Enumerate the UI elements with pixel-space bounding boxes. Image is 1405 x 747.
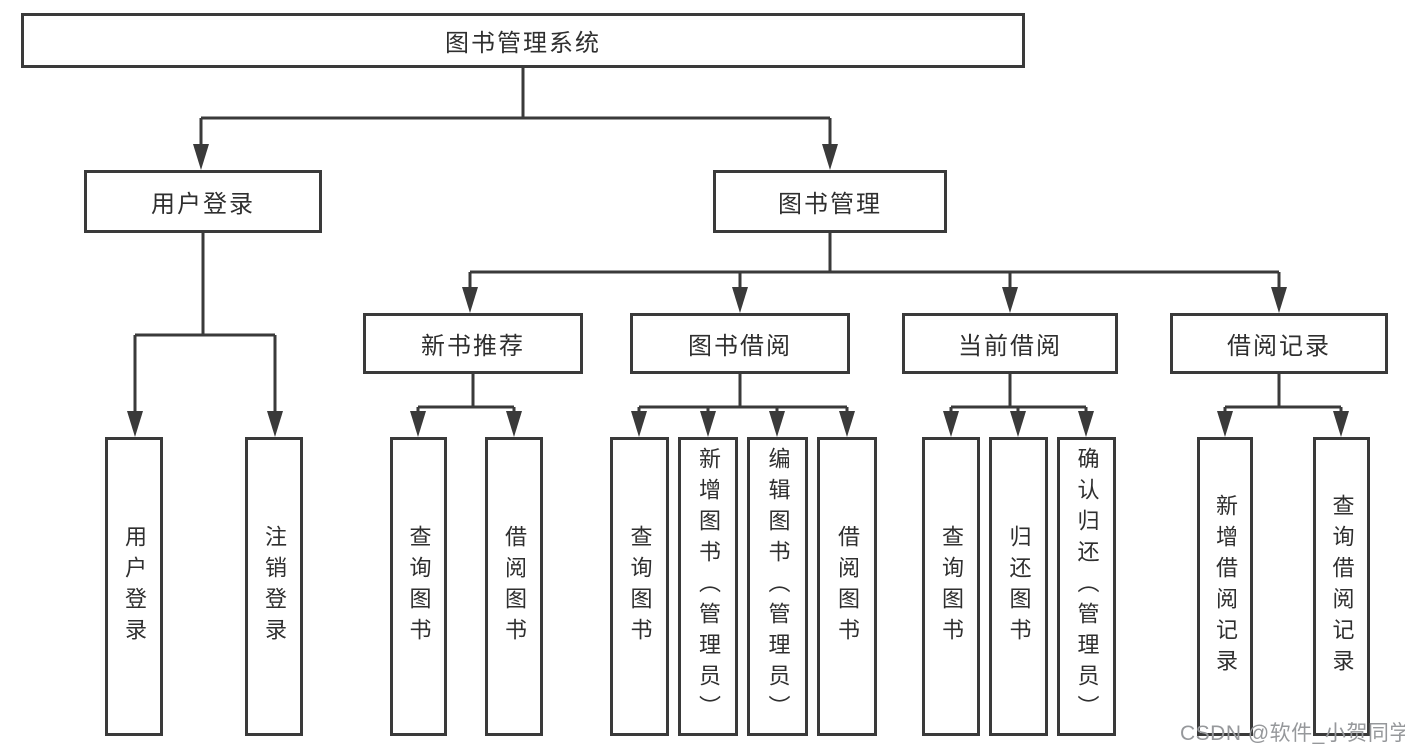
node-book-borrow: 图书借阅	[630, 313, 850, 374]
node-leaf-cb-confirm-return-admin: 确认归还（管理员）	[1057, 437, 1116, 736]
node-user-login: 用户登录	[84, 170, 322, 233]
node-leaf-bb-add-books-admin: 新增图书（管理员）	[678, 437, 738, 736]
connector-new-book-rec-to-leaves	[410, 374, 522, 437]
arrowhead	[462, 287, 478, 313]
arrowhead	[506, 411, 522, 437]
node-leaf-bb-borrow-books-label: 借阅图书	[835, 524, 860, 649]
node-borrow-records: 借阅记录	[1170, 313, 1388, 374]
node-current-borrow-label: 当前借阅	[958, 333, 1062, 360]
arrowhead	[839, 411, 855, 437]
node-new-book-rec: 新书推荐	[363, 313, 583, 374]
node-leaf-bb-borrow-books: 借阅图书	[817, 437, 877, 736]
node-leaf-nbr-query-books: 查询图书	[390, 437, 447, 736]
connector-book-mgmt-to-level3	[462, 233, 1287, 313]
node-leaf-user-login-label: 用户登录	[122, 524, 147, 649]
node-root-label: 图书管理系统	[445, 30, 601, 57]
arrowhead	[1078, 411, 1094, 437]
arrowhead	[943, 411, 959, 437]
connector-user-login-to-leaves	[127, 233, 283, 437]
arrowhead	[700, 411, 716, 437]
node-leaf-cb-return-books: 归还图书	[989, 437, 1048, 736]
node-book-mgmt-label: 图书管理	[778, 191, 882, 218]
arrowhead	[732, 287, 748, 313]
node-user-login-label: 用户登录	[151, 191, 255, 218]
arrowhead	[1333, 411, 1349, 437]
node-leaf-logout: 注销登录	[245, 437, 303, 736]
node-book-borrow-label: 图书借阅	[688, 333, 792, 360]
node-leaf-nbr-borrow-books: 借阅图书	[485, 437, 543, 736]
connector-book-borrow-to-leaves	[631, 374, 855, 437]
arrowhead	[1217, 411, 1233, 437]
node-leaf-bb-edit-books-admin: 编辑图书（管理员）	[747, 437, 808, 736]
node-borrow-records-label: 借阅记录	[1227, 333, 1331, 360]
connector-root-to-level2	[193, 68, 838, 170]
node-leaf-nbr-query-books-label: 查询图书	[406, 524, 432, 649]
arrowhead	[410, 411, 426, 437]
node-new-book-rec-label: 新书推荐	[421, 333, 525, 360]
node-leaf-nbr-borrow-books-label: 借阅图书	[502, 524, 527, 649]
node-leaf-br-add-record: 新增借阅记录	[1197, 437, 1253, 736]
node-book-mgmt: 图书管理	[713, 170, 947, 233]
node-leaf-bb-add-books-admin-label: 新增图书（管理员）	[696, 447, 721, 726]
node-leaf-cb-query-books: 查询图书	[922, 437, 980, 736]
node-leaf-user-login: 用户登录	[105, 437, 163, 736]
arrowhead	[631, 411, 647, 437]
node-leaf-cb-query-books-label: 查询图书	[939, 524, 964, 649]
arrowhead	[1010, 411, 1026, 437]
node-leaf-br-query-record-label: 查询借阅记录	[1329, 493, 1355, 680]
node-leaf-logout-label: 注销登录	[262, 524, 287, 649]
node-leaf-cb-return-books-label: 归还图书	[1006, 524, 1032, 649]
arrowhead	[193, 144, 209, 170]
arrowhead	[822, 144, 838, 170]
node-current-borrow: 当前借阅	[902, 313, 1118, 374]
arrowhead	[1002, 287, 1018, 313]
node-leaf-bb-query-books: 查询图书	[610, 437, 669, 736]
node-leaf-cb-confirm-return-admin-label: 确认归还（管理员）	[1074, 447, 1100, 726]
node-root: 图书管理系统	[21, 13, 1025, 68]
connector-borrow-records-to-leaves	[1217, 374, 1349, 437]
arrowhead	[267, 411, 283, 437]
node-leaf-br-query-record: 查询借阅记录	[1313, 437, 1370, 736]
csdn-watermark: CSDN @软件_小贺同学	[1180, 722, 1405, 745]
node-leaf-bb-query-books-label: 查询图书	[627, 524, 653, 649]
arrowhead	[127, 411, 143, 437]
arrowhead	[769, 411, 785, 437]
arrowhead	[1271, 287, 1287, 313]
node-leaf-bb-edit-books-admin-label: 编辑图书（管理员）	[765, 447, 791, 726]
connector-current-borrow-to-leaves	[943, 374, 1094, 437]
node-leaf-br-add-record-label: 新增借阅记录	[1213, 493, 1238, 680]
